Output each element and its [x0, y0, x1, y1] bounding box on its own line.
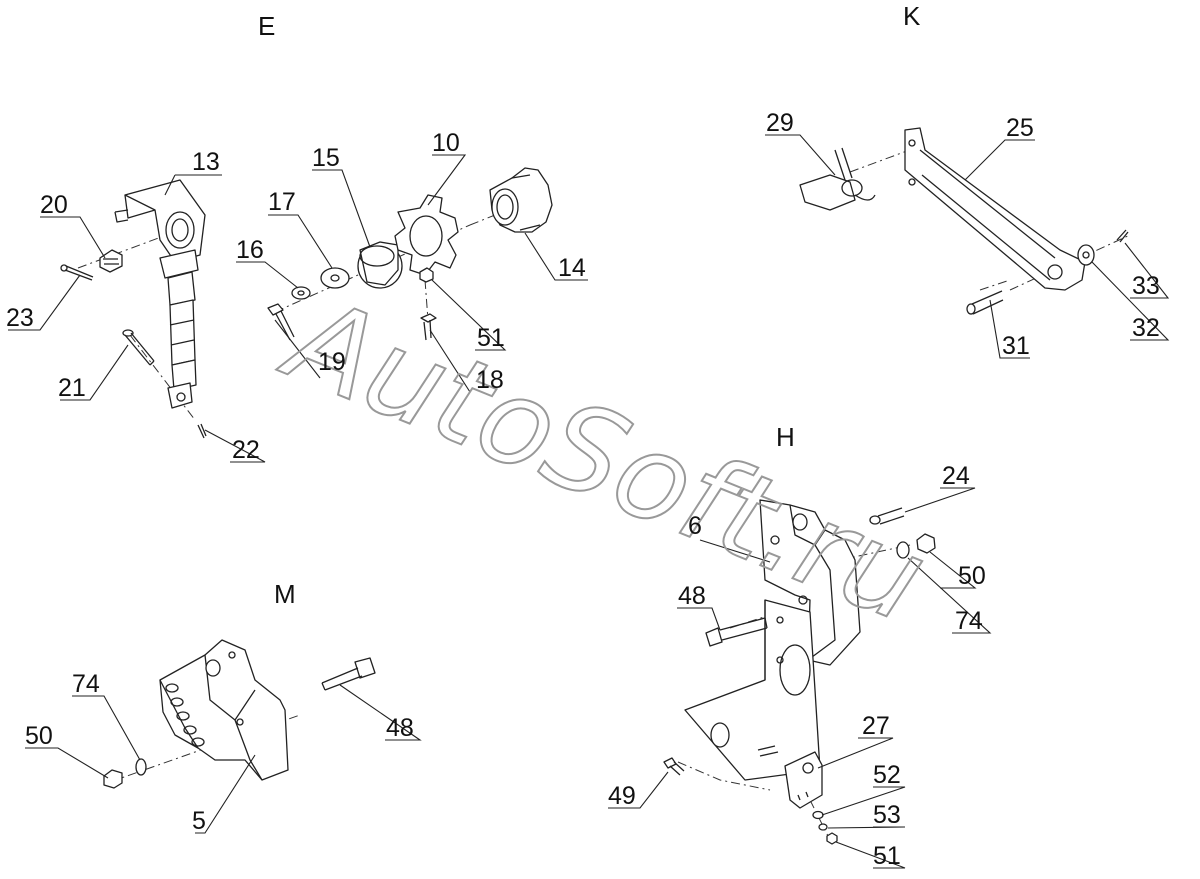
part-32-washer — [1077, 244, 1095, 266]
part-29-latch — [799, 147, 876, 211]
label-25: 25 — [1006, 114, 1034, 142]
section-label-k: K — [903, 1, 921, 31]
part-16-washer — [291, 286, 311, 300]
part-74-washer-m — [135, 758, 147, 776]
part-23-cotter-pin — [60, 264, 94, 281]
label-15: 15 — [312, 144, 340, 172]
part-33-cotter — [1116, 229, 1129, 243]
part-22-split-pin — [197, 423, 207, 439]
leader-lines — [8, 134, 1170, 869]
part-52-washer — [812, 810, 824, 820]
part-6-bracket — [759, 499, 861, 666]
part-6-lower-bracket — [684, 599, 821, 781]
label-74-m: 74 — [72, 670, 100, 698]
label-52: 52 — [873, 761, 901, 789]
label-24: 24 — [942, 462, 970, 490]
part-31-pin — [966, 290, 1004, 315]
part-25-lever-arm — [904, 127, 1086, 291]
label-18: 18 — [476, 366, 504, 394]
label-22: 22 — [232, 436, 260, 464]
label-74-h: 74 — [955, 607, 983, 635]
label-20: 20 — [40, 191, 68, 219]
label-14: 14 — [558, 254, 586, 282]
part-48-bolt-m — [321, 657, 376, 691]
label-51-h: 51 — [873, 842, 901, 870]
label-53: 53 — [873, 801, 901, 829]
part-14-sprocket — [489, 167, 553, 233]
part-10-star-plate — [394, 194, 459, 276]
section-m-assembly — [103, 639, 376, 789]
part-53-spring-washer — [818, 823, 828, 831]
label-27: 27 — [862, 712, 890, 740]
part-49-bolt — [663, 757, 685, 776]
label-50-m: 50 — [25, 722, 53, 750]
section-label-m: M — [274, 579, 296, 609]
section-k-assembly — [799, 127, 1131, 315]
part-17-washer — [320, 267, 350, 289]
label-49: 49 — [608, 782, 636, 810]
label-51-e: 51 — [477, 324, 505, 352]
label-33: 33 — [1132, 272, 1160, 300]
label-16: 16 — [236, 236, 264, 264]
part-50-nut-m — [103, 769, 123, 789]
label-21: 21 — [58, 374, 86, 402]
part-51-nut-h — [826, 832, 838, 845]
label-5: 5 — [192, 807, 206, 835]
section-h-assembly — [663, 499, 936, 845]
part-27-plate — [784, 751, 823, 809]
part-19-bolt — [267, 303, 295, 341]
label-6: 6 — [688, 512, 702, 540]
part-5-bracket — [159, 639, 289, 781]
label-50-h: 50 — [958, 562, 986, 590]
part-74-washer-h — [896, 541, 910, 559]
label-31: 31 — [1002, 332, 1030, 360]
label-23: 23 — [6, 304, 34, 332]
part-51-nut-e — [419, 267, 434, 283]
part-15-ring — [357, 241, 403, 289]
label-48-h: 48 — [678, 582, 706, 610]
part-20-castle-nut — [99, 249, 123, 273]
part-21-clevis-pin — [122, 329, 155, 366]
watermark-text: AutoSoft.ru — [265, 267, 944, 648]
label-10: 10 — [432, 129, 460, 157]
part-number-labels: 13 20 23 21 22 17 16 15 10 14 19 51 18 2… — [6, 109, 1160, 870]
label-13: 13 — [192, 148, 220, 176]
label-19: 19 — [318, 348, 346, 376]
section-label-e: E — [258, 11, 275, 41]
label-48-m: 48 — [386, 714, 414, 742]
section-label-h: H — [776, 422, 795, 452]
label-32: 32 — [1132, 314, 1160, 342]
part-13-housing — [114, 179, 206, 409]
part-48-bolt-h — [705, 617, 768, 647]
part-24-pin — [869, 507, 905, 525]
label-29: 29 — [766, 109, 794, 137]
part-50-nut-h — [916, 533, 936, 554]
label-17: 17 — [268, 188, 296, 216]
section-e-assembly — [60, 167, 553, 439]
part-18-bolt — [420, 313, 437, 341]
